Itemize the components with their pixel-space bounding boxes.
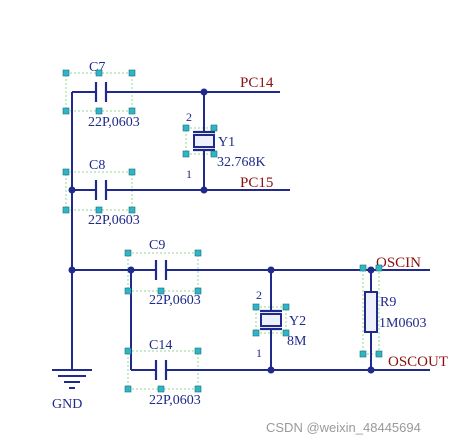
r9-value: 1M0603 xyxy=(379,316,426,331)
y1-pin-bottom: 1 xyxy=(186,167,192,181)
c9-ref: C9 xyxy=(149,238,165,253)
y1-value: 32.768K xyxy=(217,155,266,170)
crystal-y1[interactable]: 2 1 Y1 32.768K xyxy=(186,110,266,181)
net-label-oscout: OSCOUT xyxy=(388,354,448,370)
wires xyxy=(71,91,430,371)
capacitor-c7[interactable]: C7 22P,0603 xyxy=(88,60,140,130)
c14-ref: C14 xyxy=(149,338,172,353)
y2-pin-bottom: 1 xyxy=(256,346,262,360)
r9-ref: R9 xyxy=(380,295,396,310)
c8-ref: C8 xyxy=(89,158,105,173)
net-label-pc14: PC14 xyxy=(240,75,274,91)
capacitor-c9[interactable]: C9 22P,0603 xyxy=(149,238,201,308)
net-label-pc15: PC15 xyxy=(240,175,273,191)
junctions xyxy=(68,88,375,374)
gnd-label: GND xyxy=(52,397,82,412)
y1-ref: Y1 xyxy=(218,135,235,150)
y1-pin-top: 2 xyxy=(186,110,192,124)
c9-value: 22P,0603 xyxy=(149,293,201,308)
resistor-r9[interactable]: R9 1M0603 xyxy=(364,291,426,333)
ground-symbol: GND xyxy=(52,369,92,412)
capacitor-c8[interactable]: C8 22P,0603 xyxy=(88,158,140,228)
c8-value: 22P,0603 xyxy=(88,213,140,228)
y2-ref: Y2 xyxy=(289,314,306,329)
watermark: CSDN @weixin_48445694 xyxy=(266,420,421,435)
c7-value: 22P,0603 xyxy=(88,115,140,130)
net-labels: PC14 PC15 OSCIN OSCOUT xyxy=(240,75,448,370)
selection-handles xyxy=(62,69,383,393)
y2-value: 8M xyxy=(287,334,307,349)
y2-pin-top: 2 xyxy=(256,288,262,302)
net-label-oscin: OSCIN xyxy=(376,255,421,271)
c14-value: 22P,0603 xyxy=(149,393,201,408)
capacitor-c14[interactable]: C14 22P,0603 xyxy=(149,338,201,408)
crystal-y2[interactable]: 2 1 Y2 8M xyxy=(256,288,307,360)
